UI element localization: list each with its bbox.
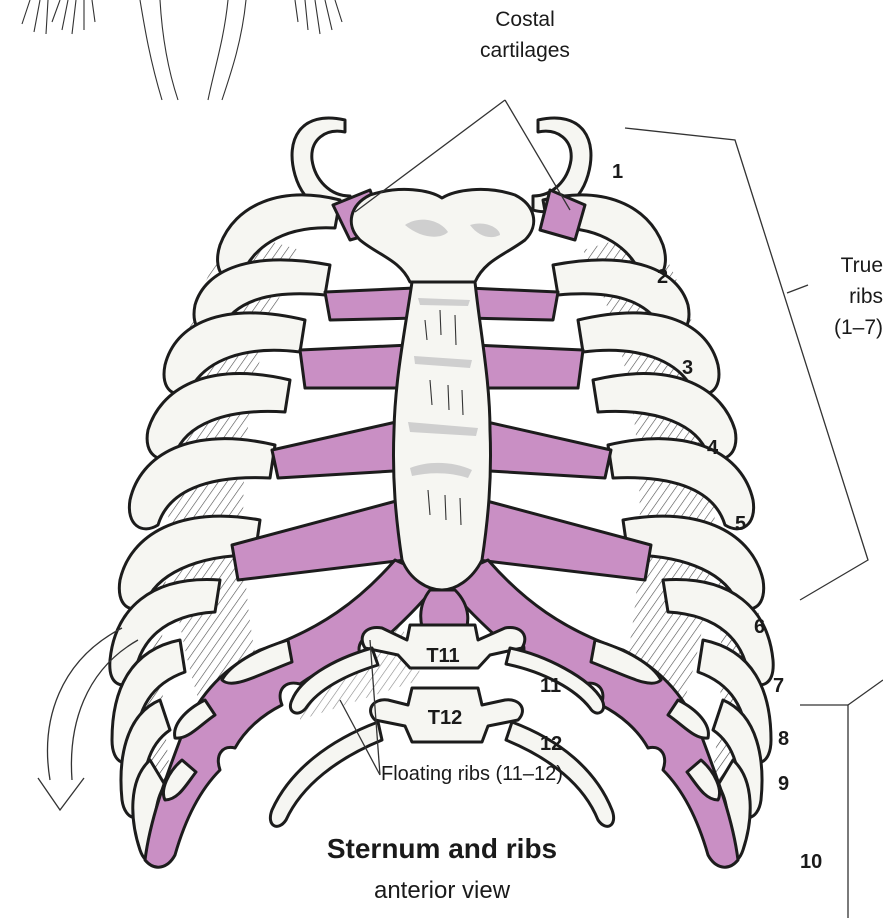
rib-number-1: 1 <box>612 161 623 183</box>
rib-number-9: 9 <box>778 773 789 795</box>
sternum-body <box>393 282 490 590</box>
rib-number-3: 3 <box>682 357 693 379</box>
false-ribs-bracket <box>800 705 848 918</box>
diagram-subtitle: anterior view <box>374 877 511 904</box>
rib-number-4: 4 <box>707 437 719 459</box>
rib-number-2: 2 <box>657 266 668 288</box>
rib-12-left <box>270 722 382 826</box>
label-costal-1: Costal <box>495 8 555 31</box>
rib-number-10: 10 <box>800 851 822 873</box>
label-floating-ribs: Floating ribs (11–12) <box>381 763 563 785</box>
vertebra-label-t12: T12 <box>428 707 462 729</box>
label-true-ribs-2: ribs <box>849 285 883 308</box>
rib-number-5: 5 <box>735 513 746 535</box>
vertebra-label-t11: T11 <box>426 645 459 667</box>
diagram-title: Sternum and ribs <box>327 833 557 864</box>
rib-number-12: 12 <box>540 733 562 755</box>
rib-number-7: 7 <box>773 675 784 697</box>
manubrium <box>351 189 533 282</box>
rib-number-11: 11 <box>540 675 561 697</box>
label-true-ribs-1: True <box>841 254 883 277</box>
label-costal-2: cartilages <box>480 39 570 62</box>
arm-bones-fragment <box>22 0 342 100</box>
rib-number-6: 6 <box>754 616 765 638</box>
rib-number-8: 8 <box>778 728 789 750</box>
label-true-ribs-3: (1–7) <box>834 316 883 339</box>
